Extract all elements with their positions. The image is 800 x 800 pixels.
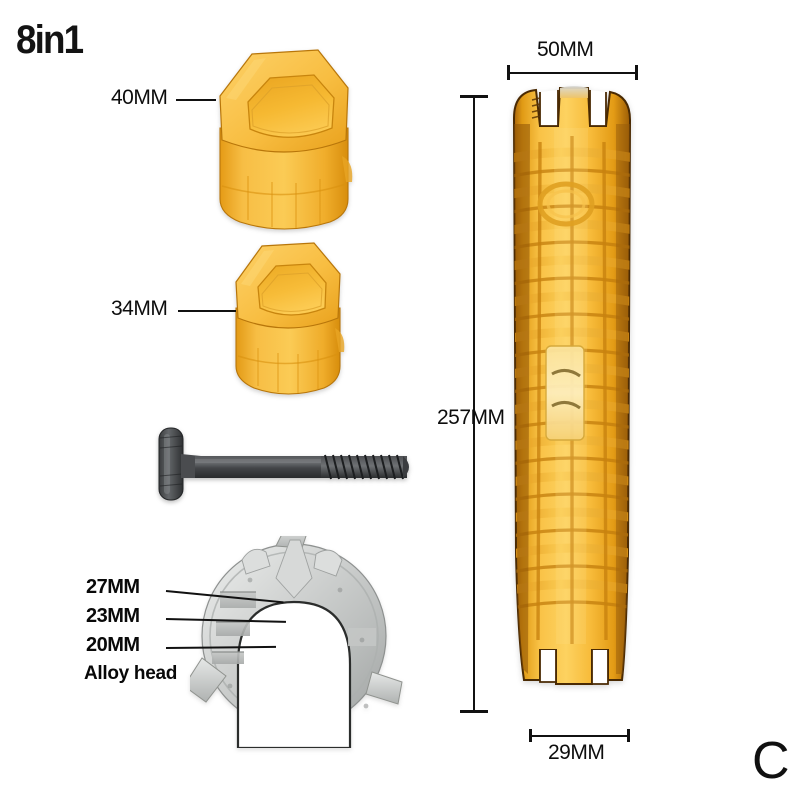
socket-34mm — [235, 242, 345, 395]
callout-23mm-label: 23MM — [86, 605, 140, 627]
callout-20mm-label: 20MM — [86, 634, 140, 656]
callout-34mm-label: 34MM — [111, 297, 168, 320]
dimension-257mm-line — [473, 96, 475, 713]
callout-40mm-leader — [176, 99, 216, 101]
callout-27mm-label: 27MM — [86, 576, 140, 598]
socket-40mm — [219, 49, 353, 230]
corner-letter: C — [752, 732, 790, 790]
callout-34mm-leader — [178, 310, 236, 312]
dimension-29mm-tick-left — [529, 729, 532, 742]
alloy-head — [190, 536, 403, 748]
dimension-257mm-label: 257MM — [437, 406, 505, 429]
page-title: 8in1 — [16, 18, 84, 62]
wrench-body — [512, 86, 632, 685]
alloy-head-label: Alloy head — [84, 663, 178, 684]
dimension-257mm-tick-bottom — [460, 710, 488, 713]
dimension-29mm-line — [530, 735, 629, 737]
dimension-50mm-tick-right — [635, 65, 638, 80]
dimension-29mm-label: 29MM — [548, 741, 605, 764]
dimension-50mm-tick-left — [507, 65, 510, 80]
dimension-50mm-line — [508, 72, 638, 74]
t-handle-bolt — [158, 427, 409, 501]
callout-40mm-label: 40MM — [111, 86, 168, 109]
dimension-257mm-tick-top — [460, 95, 488, 98]
dimension-29mm-tick-right — [627, 729, 630, 742]
dimension-50mm-label: 50MM — [537, 38, 594, 61]
